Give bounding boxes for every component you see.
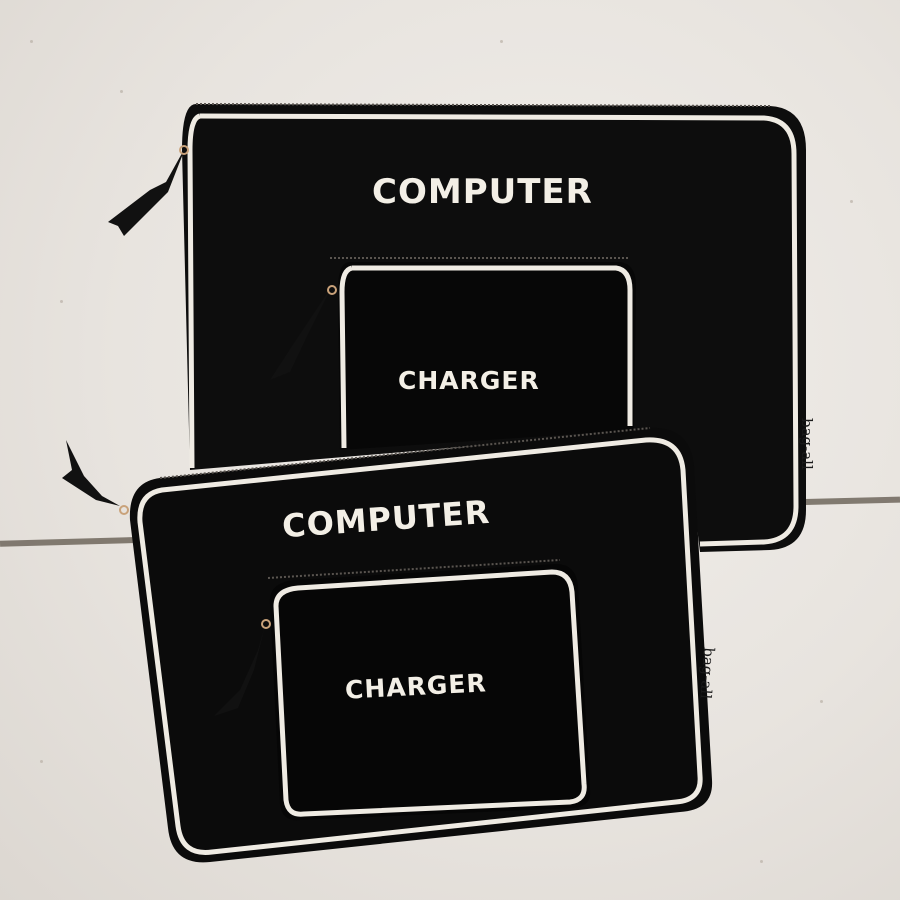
floor-speck	[60, 300, 63, 303]
floor-speck	[760, 860, 763, 863]
back-sleeve	[108, 103, 806, 552]
floor-speck	[500, 40, 503, 43]
floor-speck	[30, 40, 33, 43]
back-sleeve-computer-label: COMPUTER	[372, 172, 593, 212]
floor-speck	[850, 200, 853, 203]
floor-speck	[120, 90, 123, 93]
floor-speck	[820, 700, 823, 703]
front-sleeve-brand-tag: bag-all	[696, 646, 718, 700]
floor-speck	[40, 760, 43, 763]
front-sleeve	[62, 427, 713, 863]
back-sleeve-brand-tag: bag-all	[798, 418, 816, 470]
back-sleeve-charger-label: CHARGER	[398, 366, 540, 395]
